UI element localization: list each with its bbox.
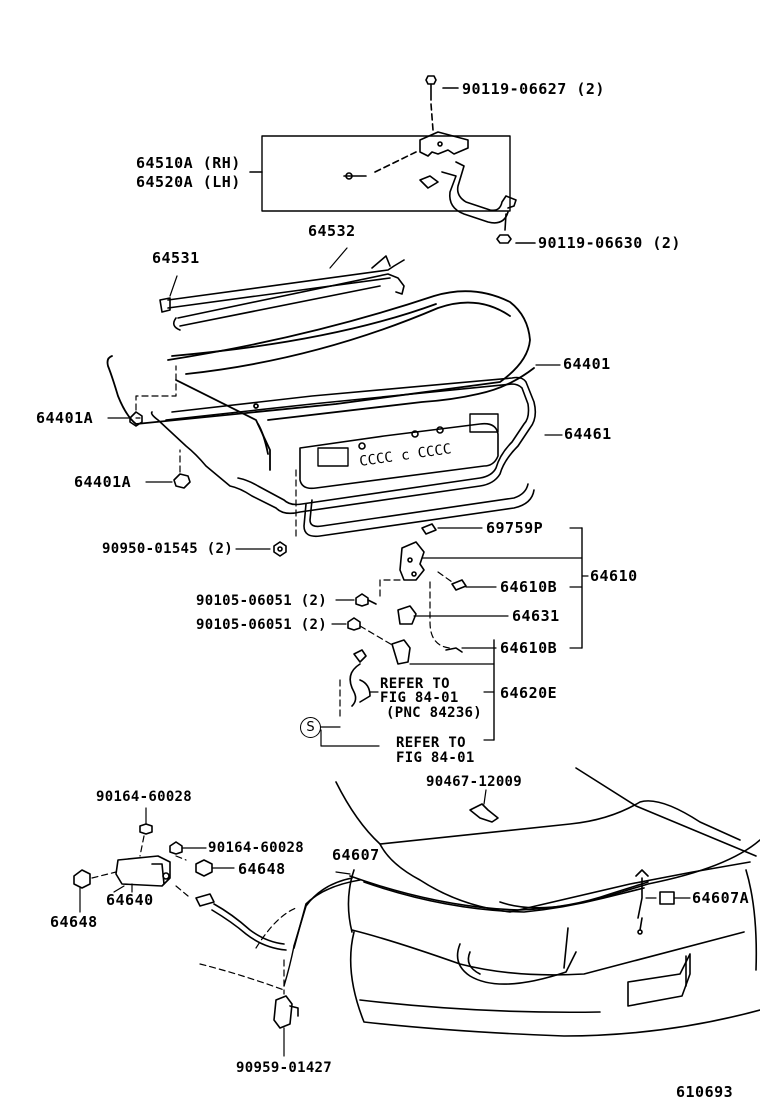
label-leaders xyxy=(113,871,351,893)
label-lid: 64401 xyxy=(563,355,611,373)
label-bolt-lower: 90119-06630 (2) xyxy=(538,234,681,252)
label-striker-clip: 69759P xyxy=(486,519,544,537)
label-hinge-lh: 64520A (LH) xyxy=(136,173,241,191)
label-opener-lever: 64640 xyxy=(106,891,154,909)
label-weatherstrip: 64461 xyxy=(564,425,612,443)
clamp-part xyxy=(469,789,499,823)
label-cushion-lower: 64401A xyxy=(74,473,132,491)
label-lock-cover: 64631 xyxy=(512,607,560,625)
label-opener-cushion-a: 64648 xyxy=(238,860,286,878)
label-lock-bolt-lower: 64610B xyxy=(500,639,558,657)
label-lock-bolt-upper: 64610B xyxy=(500,578,558,596)
label-screw-lower: 90105-06051 (2) xyxy=(196,617,327,633)
car-body xyxy=(199,767,760,1037)
lock-assembly xyxy=(379,523,589,653)
refer-note-1-line3: (PNC 84236) xyxy=(386,705,483,721)
cushion-lower xyxy=(145,449,191,489)
label-screw-upper: 90105-06051 (2) xyxy=(196,593,327,609)
nut-part xyxy=(235,469,297,557)
trunk-lid xyxy=(106,290,561,471)
label-cable-clamp: 90959-01427 xyxy=(236,1060,333,1076)
label-cushion-upper: 64401A xyxy=(36,409,94,427)
label-bolt-upper: 90119-06627 (2) xyxy=(462,80,605,98)
label-opener-screw-a: 90164-60028 xyxy=(96,789,193,805)
s-marker: S xyxy=(300,717,321,738)
cylinder-assembly xyxy=(320,639,495,747)
label-cable: 64607 xyxy=(332,846,380,864)
refer-note-2-line2: FIG 84-01 xyxy=(396,750,475,766)
torsion-bars xyxy=(159,247,405,331)
refer-note-2-line1: REFER TO xyxy=(396,735,466,751)
label-cable-clip: 64607A xyxy=(692,889,750,907)
label-torsion-bar-lh: 64531 xyxy=(152,249,200,267)
refer-note-1-line1: REFER TO xyxy=(380,676,450,692)
opener-lever xyxy=(73,807,299,1057)
label-clamp: 90467-12009 xyxy=(426,774,523,790)
label-opener-cushion-b: 64648 xyxy=(50,913,98,931)
label-opener-screw-b: 90164-60028 xyxy=(208,840,305,856)
label-cylinder: 64620E xyxy=(500,684,558,702)
cushion-upper xyxy=(107,365,177,427)
refer-note-1-line2: FIG 84-01 xyxy=(380,690,459,706)
plate-lettering: CCCC c CCCC xyxy=(358,441,452,470)
label-torsion-bar-rh: 64532 xyxy=(308,222,356,240)
label-lock-assy: 64610 xyxy=(590,567,638,585)
screws xyxy=(331,593,395,647)
figure-number: 610693 xyxy=(676,1083,734,1101)
label-nut: 90950-01545 (2) xyxy=(102,541,233,557)
label-hinge-rh: 64510A (RH) xyxy=(136,154,241,172)
hinge-group xyxy=(249,75,536,244)
